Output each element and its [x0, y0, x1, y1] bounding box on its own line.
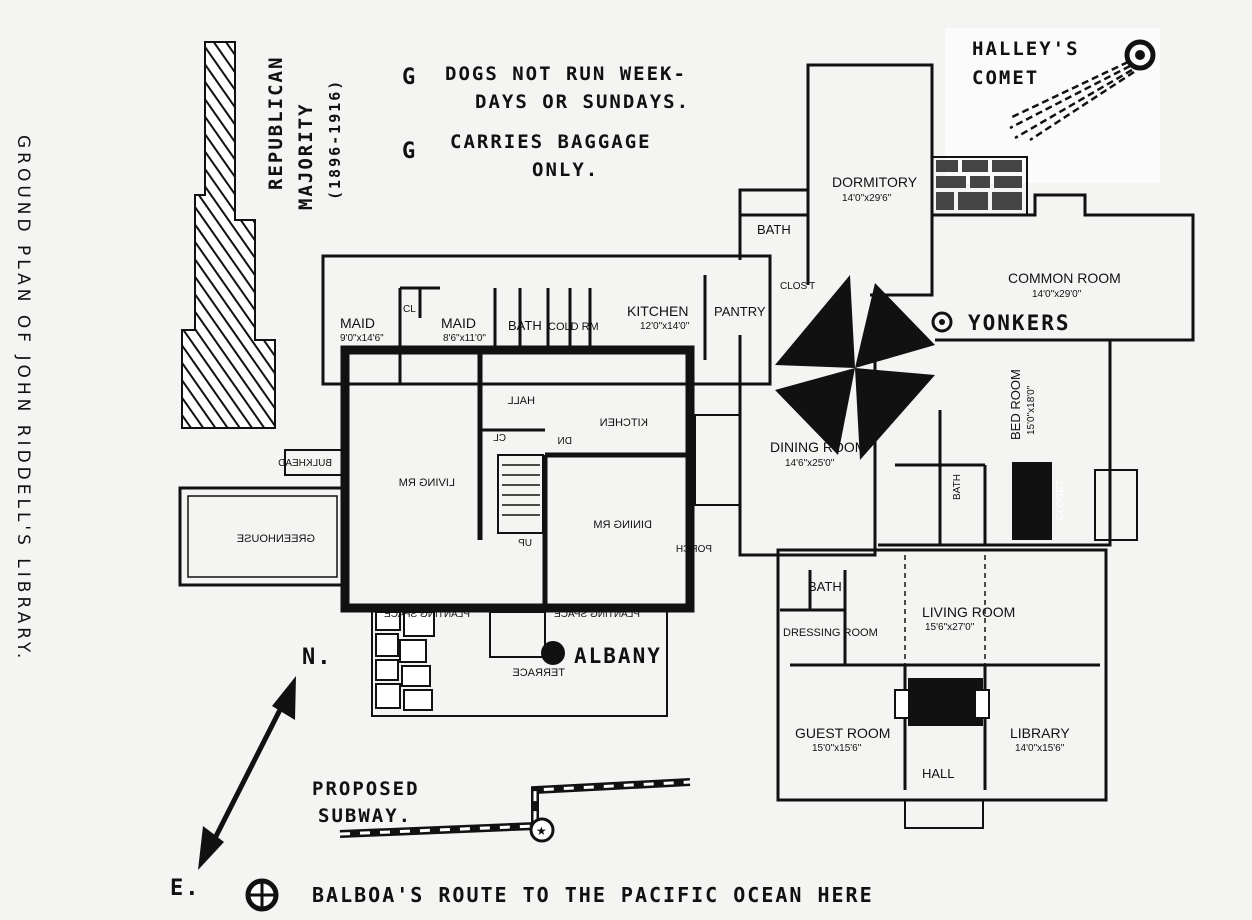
living-room-dim: 15'6"x27'0"	[925, 622, 975, 633]
station-yonkers: YONKERS	[931, 311, 1071, 335]
hall-label: HALL	[922, 766, 955, 781]
kitchen-label: KITCHEN	[627, 303, 688, 319]
common-room-label: COMMON ROOM	[1008, 270, 1121, 286]
subway-line1: PROPOSED	[312, 778, 420, 800]
yonkers-marker-icon	[931, 311, 953, 333]
bath-small-label: BATH	[508, 318, 542, 333]
bath-bed-label: BATH	[952, 474, 963, 500]
proposed-subway: PROPOSED SUBWAY. ★	[312, 778, 691, 843]
maid1-dim: 9'0"x14'6"	[340, 333, 384, 344]
closet-bed-label: CLOSET	[1055, 480, 1066, 520]
comet-line2: COMET	[972, 67, 1039, 89]
coldrm-label: COLD RM	[548, 321, 599, 333]
republican-label: REPUBLICAN MAJORITY (1896-1916)	[265, 56, 344, 210]
inset-porch: PORCH	[676, 544, 712, 555]
republican-line3: (1896-1916)	[326, 79, 344, 200]
pinwheel-icon	[775, 275, 935, 460]
inset-cl: CL	[493, 433, 506, 444]
note-symbol-2: G	[402, 139, 417, 164]
dormitory-dim: 14'0"x29'6"	[842, 193, 892, 204]
east-label: E.	[170, 876, 201, 901]
dormitory-label: DORMITORY	[832, 174, 918, 190]
house-walls	[321, 63, 1195, 829]
albany-label: ALBANY	[574, 644, 662, 668]
comet-icon	[1124, 39, 1156, 71]
republican-line2: MAJORITY	[295, 102, 317, 210]
inset-terrace-label: TERRACE	[512, 667, 565, 679]
library-label: LIBRARY	[1010, 725, 1070, 741]
fireplace-bedroom	[1012, 462, 1052, 540]
guest-room-dim: 15'0"x15'6"	[812, 743, 862, 754]
maid1-label: MAID	[340, 315, 375, 331]
pantry-label: PANTRY	[714, 304, 766, 319]
inset-planting2: PLANTING SPACE	[554, 609, 640, 620]
bath-low-label: BATH	[808, 579, 842, 594]
note-baggage-line2: ONLY.	[532, 159, 599, 181]
inset-labels: HALL KITCHEN LIVING RM DINING RM GREENHO…	[237, 395, 712, 679]
dining-room-label: DINING ROOM	[770, 439, 866, 455]
compass: N. E.	[170, 645, 333, 901]
bed-room-dim: 15'0"x18'0"	[1026, 385, 1037, 435]
svg-text:★: ★	[536, 824, 547, 838]
closet-top-label: CLOS'T	[780, 281, 815, 292]
dressing-room-label: DRESSING ROOM	[783, 627, 878, 639]
north-label: N.	[302, 645, 333, 670]
common-room-dim: 14'0"x29'0"	[1032, 289, 1082, 300]
yonkers-label: YONKERS	[968, 311, 1071, 335]
inset-dn: DN	[558, 436, 572, 447]
library-dim: 14'0"x15'6"	[1015, 743, 1065, 754]
republican-majority-bar	[181, 41, 276, 429]
note-symbol-1: G	[402, 65, 417, 90]
note-dogs-line2: DAYS OR SUNDAYS.	[475, 91, 690, 113]
kitchen-dim: 12'0"x14'0"	[640, 321, 690, 332]
bath-top-label: BATH	[757, 222, 791, 237]
subway-track	[339, 778, 691, 838]
balboa-route: BALBOA'S ROUTE TO THE PACIFIC OCEAN HERE	[245, 878, 874, 912]
inset-dining-label: DINING RM	[593, 519, 652, 531]
notes: G DOGS NOT RUN WEEK- DAYS OR SUNDAYS. G …	[402, 63, 690, 181]
inset-living-label: LIVING RM	[399, 477, 455, 489]
bed-room-label: BED ROOM	[1008, 369, 1023, 440]
dining-room-dim: 14'6"x25'0"	[785, 458, 835, 469]
living-room-label: LIVING ROOM	[922, 604, 1015, 620]
inset-plan	[178, 345, 741, 717]
room-labels: DORMITORY 14'0"x29'6" BATH CLOS'T COMMON…	[340, 174, 1121, 781]
compass-arrow	[202, 688, 293, 860]
maid2-label: MAID	[441, 315, 476, 331]
side-title: GROUND PLAN OF JOHN RIDDELL'S LIBRARY.	[13, 135, 33, 662]
terrace-stones	[375, 611, 435, 711]
note-dogs-line1: DOGS NOT RUN WEEK-	[445, 63, 687, 85]
cl-label: CL	[403, 304, 416, 315]
note-baggage-line1: CARRIES BAGGAGE	[450, 131, 652, 153]
inset-kitchen-label: KITCHEN	[600, 417, 648, 429]
chimney-stones	[936, 160, 1022, 210]
inset-planting1: PLANTING SPACE	[384, 609, 470, 620]
fireplace-living	[908, 678, 983, 726]
inset-bulkhead: BULKHEAD	[278, 458, 332, 469]
albany-marker-icon	[541, 641, 565, 665]
republican-line1: REPUBLICAN	[265, 56, 287, 190]
balboa-label: BALBOA'S ROUTE TO THE PACIFIC OCEAN HERE	[312, 883, 874, 907]
inset-up: UP	[518, 538, 532, 549]
guest-room-label: GUEST ROOM	[795, 725, 890, 741]
inset-greenhouse-label: GREENHOUSE	[237, 533, 315, 545]
station-albany: ALBANY	[541, 641, 662, 668]
subway-station-icon	[529, 817, 555, 843]
halleys-comet: HALLEY'S COMET	[972, 38, 1156, 142]
inset-hall-label: HALL	[507, 395, 535, 407]
maid2-dim: 8'6"x11'0"	[443, 333, 486, 344]
subway-line2: SUBWAY.	[318, 805, 412, 827]
comet-line1: HALLEY'S	[972, 38, 1080, 60]
